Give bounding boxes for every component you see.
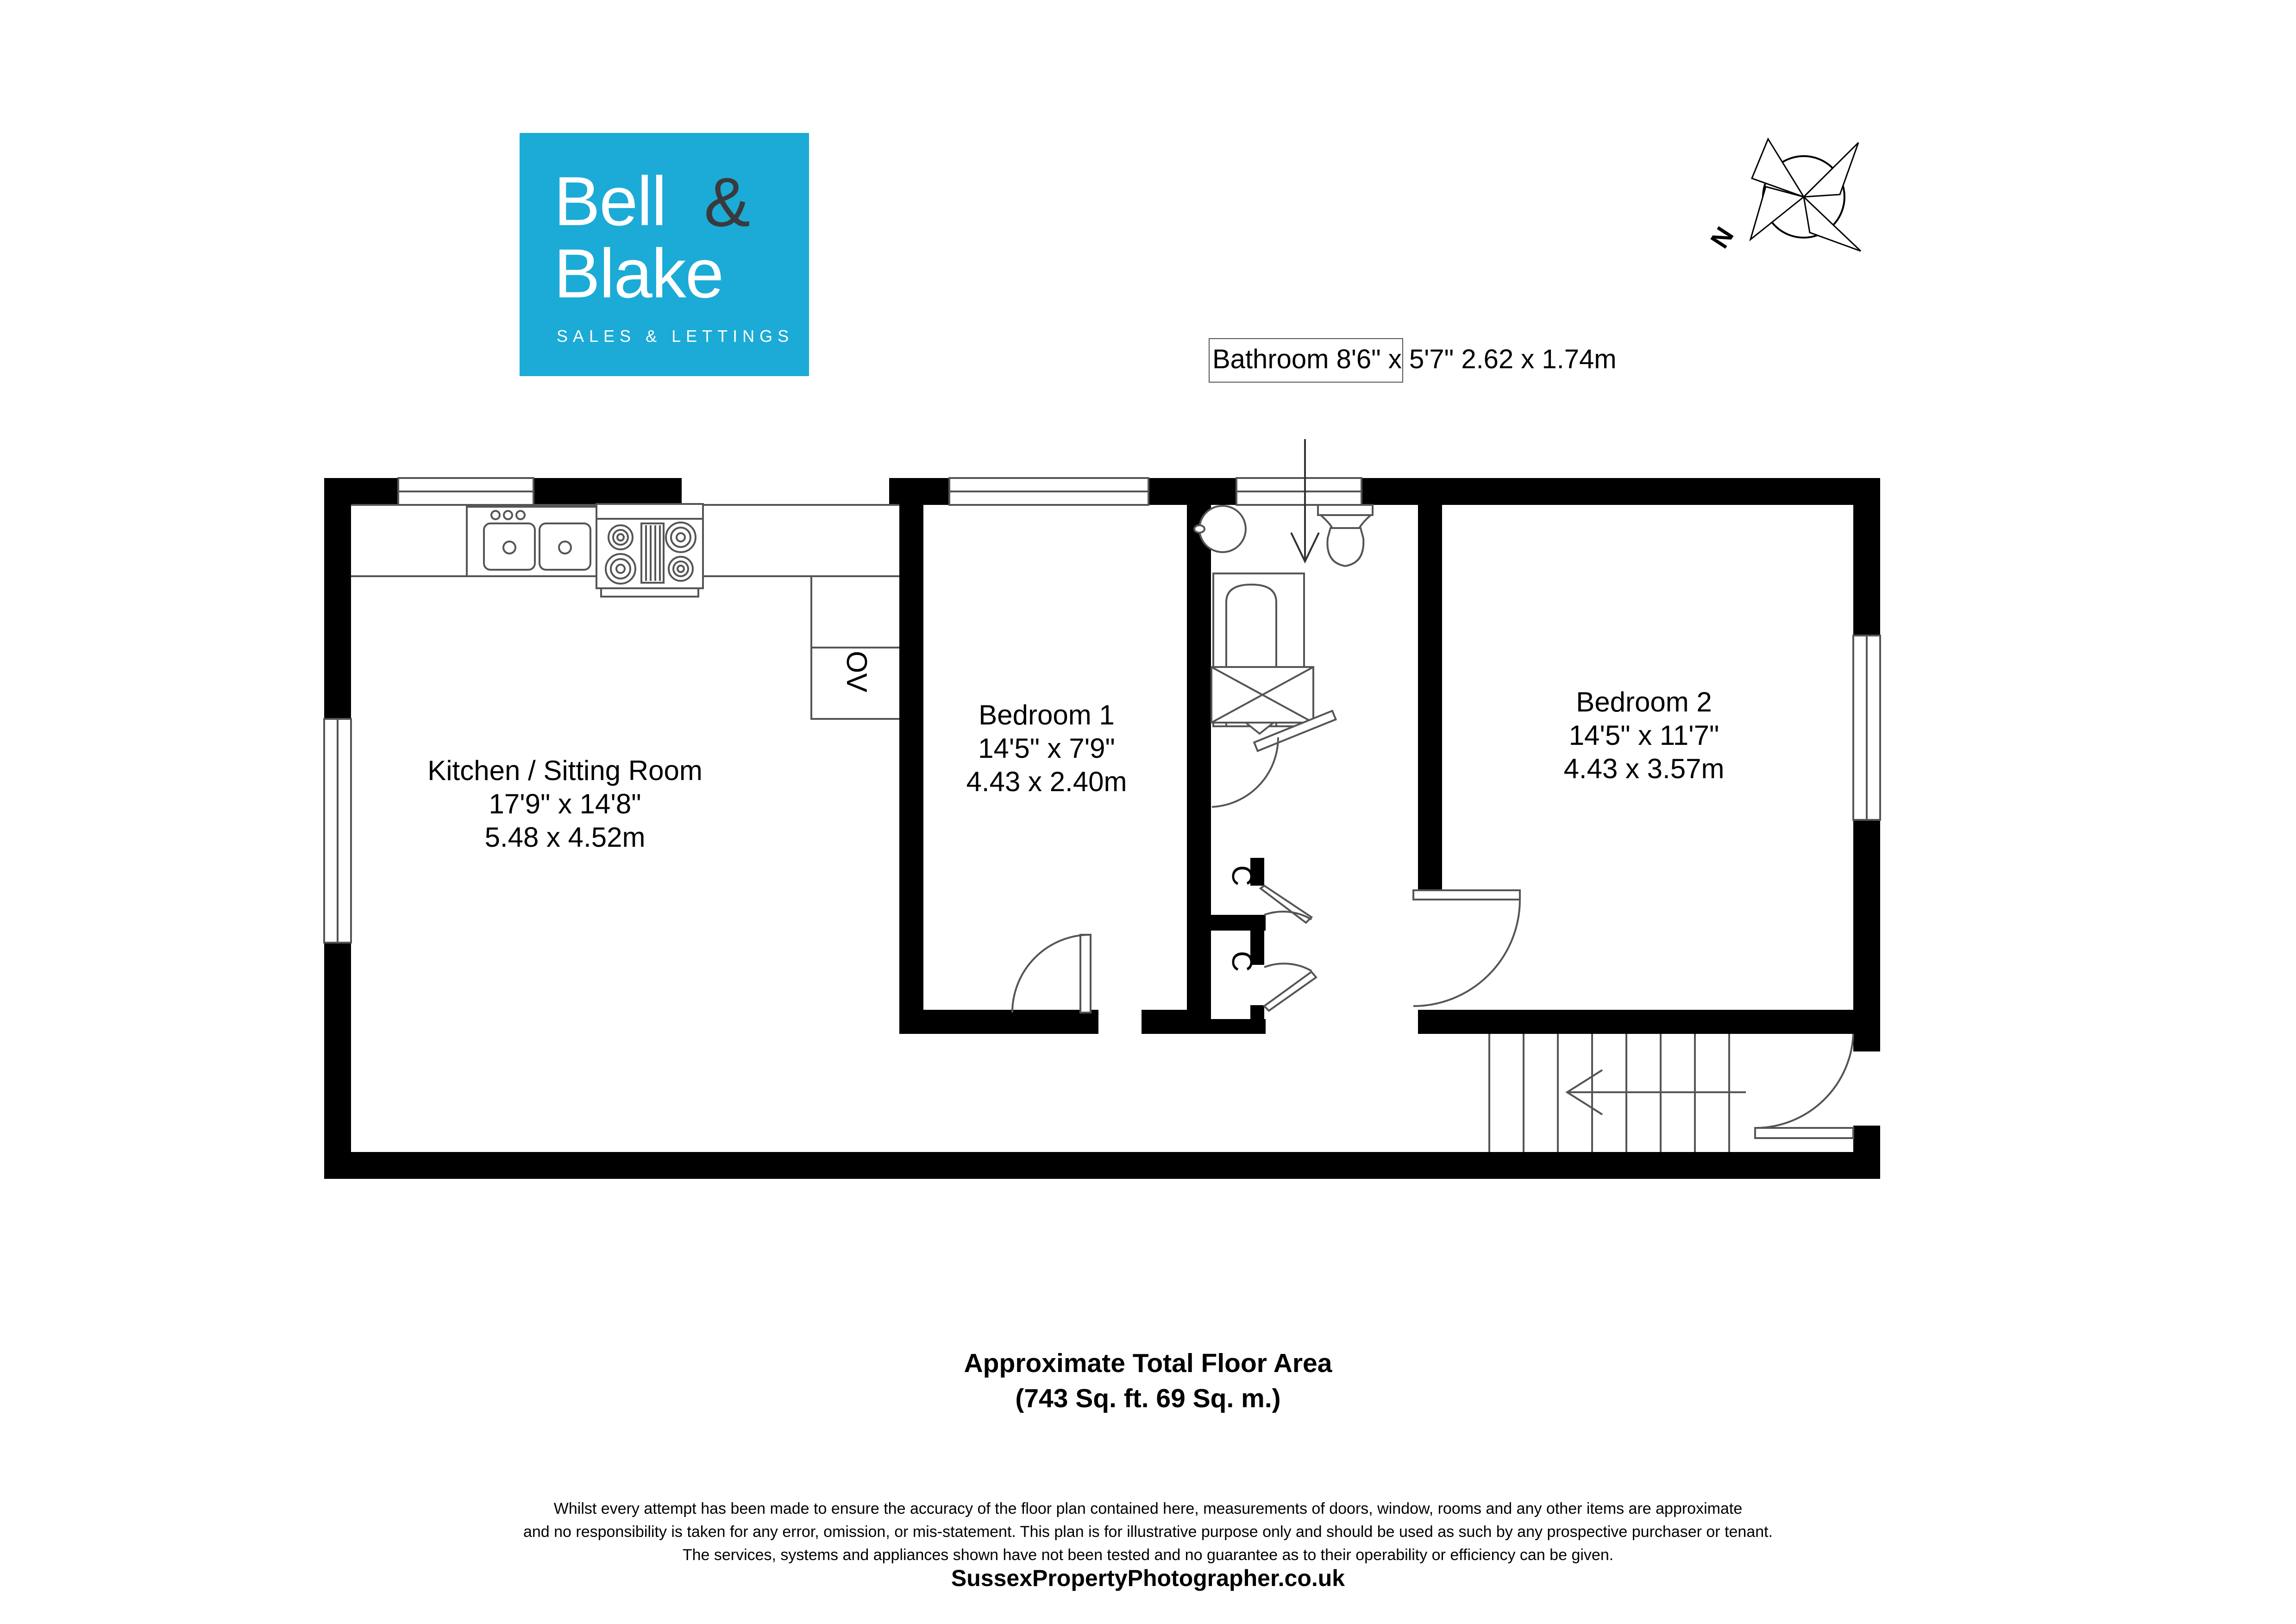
- disclaimer-text: Whilst every attempt has been made to en…: [0, 1497, 2296, 1567]
- total-floor-area: Approximate Total Floor Area (743 Sq. ft…: [0, 1346, 2296, 1416]
- area-value: (743 Sq. ft. 69 Sq. m.): [1015, 1384, 1281, 1413]
- wash-basin-vanity: [1211, 666, 1314, 735]
- area-title: Approximate Total Floor Area: [964, 1348, 1332, 1378]
- door-bathroom: [1211, 709, 1337, 808]
- oven-label: OV: [841, 651, 872, 692]
- logo-text-blake: Blake: [554, 234, 724, 312]
- room-name-bathroom: Bathroom: [1212, 344, 1329, 374]
- logo-ampersand: &: [704, 163, 751, 241]
- room-label-bedroom-1: Bedroom 1 14'5" x 7'9" 4.43 x 2.40m: [894, 699, 1199, 799]
- hob-cooker: [596, 503, 704, 598]
- website-credit: SussexPropertyPhotographer.co.uk: [951, 1565, 1345, 1591]
- disclaimer-line-3: The services, systems and appliances sho…: [682, 1546, 1614, 1564]
- windows: [323, 477, 1881, 944]
- disclaimer-line-1: Whilst every attempt has been made to en…: [553, 1500, 1743, 1517]
- disclaimer-line-2: and no responsibility is taken for any e…: [523, 1523, 1773, 1541]
- door-bedroom-1: [1011, 933, 1092, 1013]
- door-cupboard-1: [1259, 884, 1313, 924]
- door-cupboard-2: [1262, 963, 1317, 1012]
- room-name-bedroom-2: Bedroom 2: [1576, 686, 1712, 718]
- logo-subtitle: SALES & LETTINGS: [557, 327, 794, 346]
- room-metric-bathroom: 2.62 x 1.74m: [1461, 344, 1617, 374]
- staircase: [1488, 1034, 1746, 1152]
- toilet: [1317, 504, 1374, 567]
- room-imperial-bedroom-1: 14'5" x 7'9": [978, 733, 1115, 764]
- cupboard-2-label: C: [1226, 951, 1258, 972]
- door-entrance: [1754, 1033, 1854, 1139]
- room-metric-kitchen: 5.48 x 4.52m: [484, 822, 646, 853]
- cupboard-1-label: C: [1226, 865, 1258, 886]
- room-name-kitchen: Kitchen / Sitting Room: [427, 755, 703, 786]
- room-imperial-bedroom-2: 14'5" x 11'7": [1568, 720, 1719, 751]
- room-label-bedroom-2: Bedroom 2 14'5" x 11'7" 4.43 x 3.57m: [1468, 686, 1820, 786]
- room-imperial-kitchen: 17'9" x 14'8": [489, 788, 641, 819]
- bathroom-leader-line: [1290, 439, 1320, 564]
- compass-rose-icon: N: [1704, 130, 1871, 296]
- room-label-kitchen: Kitchen / Sitting Room 17'9" x 14'8" 5.4…: [352, 754, 778, 854]
- logo-text-bell: Bell: [554, 162, 667, 240]
- room-metric-bedroom-1: 4.43 x 2.40m: [966, 766, 1127, 797]
- room-imperial-bathroom: 8'6" x 5'7": [1336, 344, 1454, 374]
- brand-logo: Bell & Blake SALES & LETTINGS: [520, 133, 809, 376]
- door-bedroom-2: [1412, 889, 1521, 1007]
- room-name-bedroom-1: Bedroom 1: [979, 699, 1115, 730]
- room-label-bathroom: Bathroom 8'6" x 5'7" 2.62 x 1.74m: [1209, 338, 1617, 383]
- room-metric-bedroom-2: 4.43 x 3.57m: [1563, 753, 1725, 784]
- wash-basin-small: [1193, 505, 1247, 553]
- interior-walls: [899, 478, 1853, 1034]
- exterior-walls: [324, 478, 1880, 1179]
